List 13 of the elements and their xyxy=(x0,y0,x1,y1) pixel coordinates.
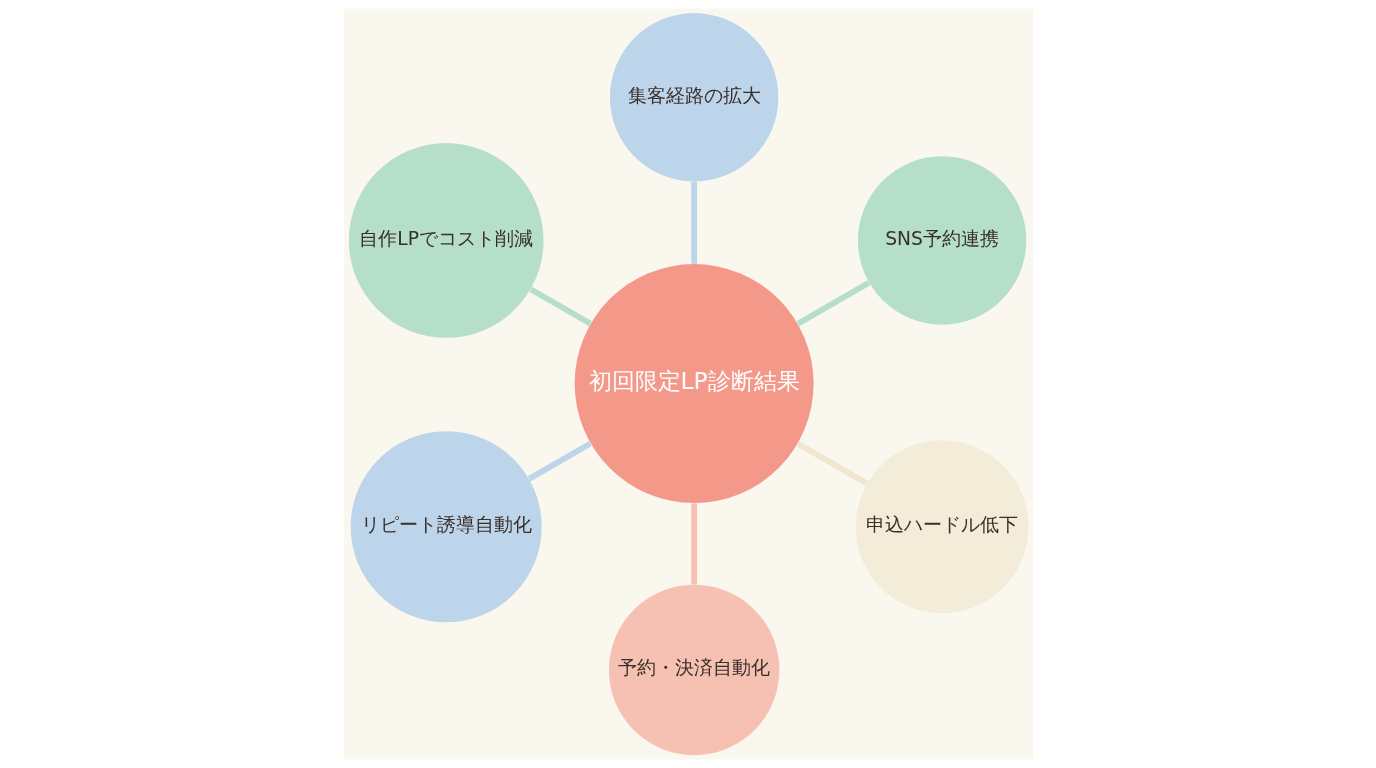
node-circle: 予約・決済自動化 xyxy=(608,584,779,756)
connector xyxy=(528,286,592,327)
node-circle: 自作LPでコスト削減 xyxy=(348,143,544,338)
node-circle: SNS予約連携 xyxy=(857,156,1026,325)
connector xyxy=(795,280,870,327)
node-circle: 集客経路の拡大 xyxy=(609,13,778,182)
node-circle: 申込ハードル低下 xyxy=(855,440,1029,614)
connector xyxy=(527,440,592,482)
node-circle: リピート誘導自動化 xyxy=(350,431,542,623)
connector xyxy=(690,181,697,264)
connector xyxy=(690,503,697,585)
connector xyxy=(795,440,869,486)
node-circle: 初回限定LP診断結果 xyxy=(574,264,814,504)
